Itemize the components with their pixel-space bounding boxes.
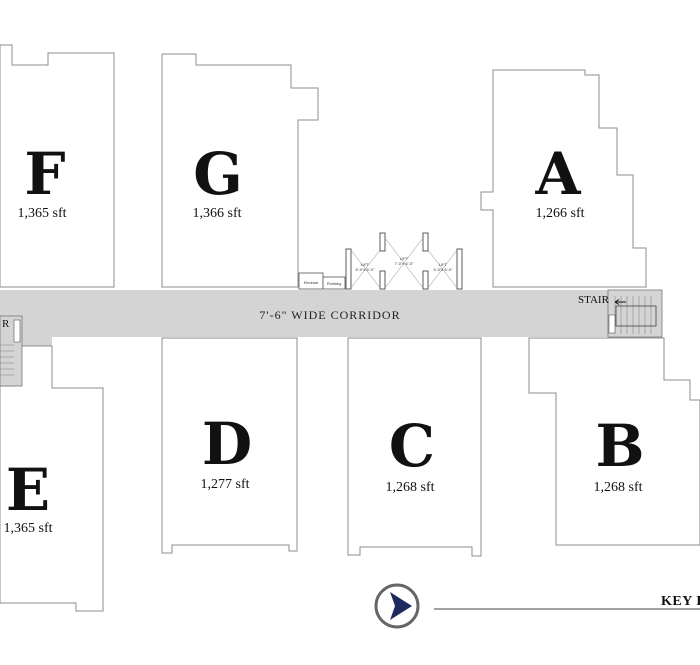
unit-f-letter: F [24, 140, 65, 208]
key-plan-label: KEY P [661, 594, 700, 609]
stair-right: STAIR [578, 289, 663, 338]
unit-c-letter: C [389, 412, 435, 480]
unit-g-area: 1,366 sft [193, 206, 242, 221]
lift-wall [422, 232, 429, 252]
stair-right-landing [615, 305, 657, 327]
unit-c-area: 1,268 sft [386, 480, 435, 495]
lift-wall [456, 248, 463, 290]
unit-e-area: 1,365 sft [4, 521, 53, 536]
stair-right-box [607, 289, 663, 338]
electrical-label: Electrical [304, 281, 318, 285]
unit-e[interactable]: E 1,365 sft [0, 345, 104, 612]
lift-cross [350, 237, 458, 289]
unit-c-outline [347, 337, 482, 557]
unit-a-outline [480, 69, 647, 288]
lift-core: Electrical Plumbing LIFT 5'-0"x 6'-0" LI… [298, 232, 463, 290]
unit-e-letter: E [6, 456, 50, 524]
compass-arrow [390, 592, 412, 620]
plumbing-room [322, 276, 346, 290]
unit-b[interactable]: B 1,268 sft [528, 337, 700, 546]
plumbing-label: Plumbing [327, 282, 342, 286]
lift-3-label: LIFT [439, 262, 448, 267]
stair-arrow-icon [614, 299, 626, 305]
unit-d[interactable]: D 1,277 sft [161, 337, 298, 554]
lift-wall [379, 232, 386, 252]
key-plan: KEY P [434, 594, 700, 610]
lift-wall [379, 270, 386, 290]
stair-left: R [0, 315, 23, 387]
lift-wall [345, 248, 352, 290]
unit-d-area: 1,277 sft [201, 477, 250, 492]
unit-g-outline [161, 53, 319, 288]
lift-3-size: 5'-0"x 6'-0" [433, 267, 453, 272]
north-arrow-icon [374, 583, 420, 629]
corridor: 7'-6" WIDE CORRIDOR [0, 290, 662, 346]
unit-g[interactable]: G 1,366 sft [161, 53, 319, 288]
stair-left-label: R [2, 318, 10, 330]
lift-2-size: 7'-0"x 6'-0" [394, 261, 414, 266]
unit-f-area: 1,365 sft [18, 206, 67, 221]
unit-a-letter: A [534, 140, 581, 208]
unit-c[interactable]: C 1,268 sft [347, 337, 482, 557]
lift-wall [422, 270, 429, 290]
unit-a[interactable]: A 1,266 sft [480, 69, 647, 288]
unit-b-outline [528, 337, 700, 546]
corridor-floor [0, 290, 662, 346]
lift-1-label: LIFT [361, 262, 370, 267]
unit-d-outline [161, 337, 298, 554]
stair-left-treads [0, 344, 14, 376]
unit-g-letter: G [193, 140, 243, 208]
stair-right-label-box [608, 314, 616, 334]
unit-d-letter: D [202, 410, 252, 478]
unit-a-area: 1,266 sft [536, 206, 585, 221]
lift-2-label: LIFT [400, 256, 409, 261]
lift-1-size: 5'-0"x 6'-0" [355, 267, 375, 272]
unit-b-area: 1,268 sft [594, 480, 643, 495]
stair-left-label-box [13, 319, 21, 343]
stair-right-label: STAIR [578, 294, 610, 306]
unit-f[interactable]: F 1,365 sft [0, 44, 115, 288]
corridor-label: 7'-6" WIDE CORRIDOR [259, 308, 400, 322]
unit-f-outline [0, 44, 115, 288]
unit-b-letter: B [595, 412, 644, 480]
